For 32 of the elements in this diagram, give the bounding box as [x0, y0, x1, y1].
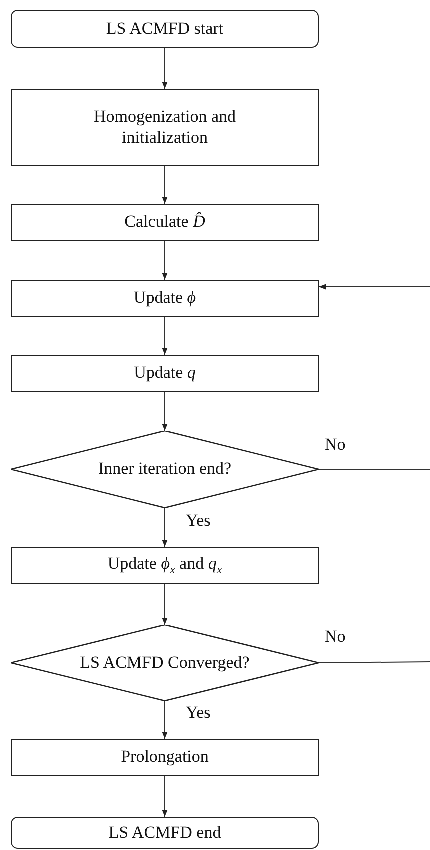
node-text: LS ACMFD start	[105, 18, 225, 40]
terminal-box	[11, 10, 319, 48]
arrow	[162, 240, 168, 280]
decision-diamond	[11, 431, 319, 508]
arrow	[162, 508, 168, 548]
terminal-box	[11, 817, 319, 849]
node-text: Update ϕ	[132, 288, 198, 309]
node-text: Update ϕ$_{x}$ and q$_{x}$	[106, 554, 224, 577]
node-text: LS ACMFD Converged?	[79, 652, 251, 674]
node-text: LS ACMFD end	[108, 822, 222, 844]
process-box	[11, 739, 319, 776]
arrow	[162, 166, 168, 204]
node-text: Update q	[133, 363, 197, 384]
arrow	[162, 48, 168, 90]
process-box	[11, 280, 319, 317]
connector-line	[318, 662, 430, 664]
process-box	[11, 204, 319, 241]
process-box	[11, 89, 319, 166]
node-text: Calculate D̂	[124, 212, 206, 233]
arrow	[318, 284, 430, 290]
arrow	[162, 392, 168, 432]
arrow	[162, 776, 168, 818]
node-text: Prolongation	[120, 747, 210, 768]
process-box	[11, 355, 319, 392]
process-box	[11, 547, 319, 584]
arrow	[162, 584, 168, 626]
decision-diamond	[11, 625, 319, 701]
arrow	[162, 316, 168, 356]
arrow	[162, 700, 168, 740]
node-text: Inner iteration end?	[97, 459, 233, 480]
node-text: Homogenization and initialization	[92, 107, 238, 148]
connector-line	[318, 469, 430, 470]
